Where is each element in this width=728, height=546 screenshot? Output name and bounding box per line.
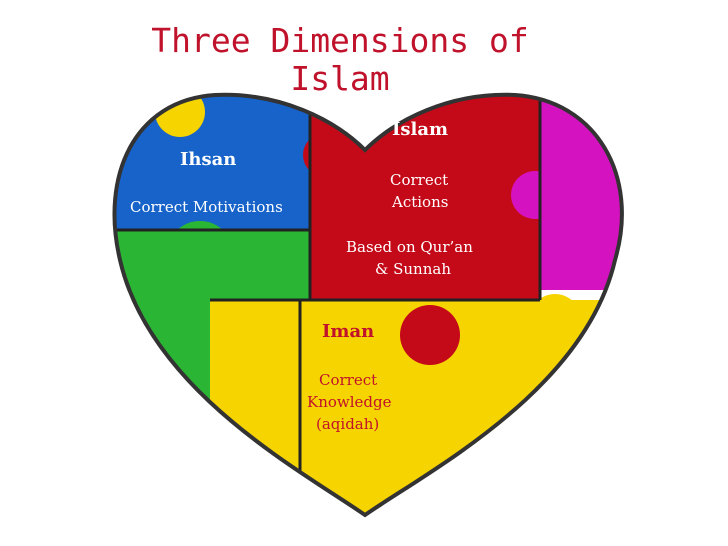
tab-red-left [303,133,347,177]
heart-outline [112,92,624,518]
tab-yellow-right [529,294,581,346]
diagram-title-line-1: Three Dimensions of [151,21,529,60]
tab-yellow-left [230,332,286,388]
tab-red-right [446,186,494,234]
islam-description-line-2: Actions [392,193,449,211]
diagram-title-line-2: Islam [290,59,390,98]
tab-magenta-notch [511,171,559,219]
islam-basis-line-2: & Sunnah [375,260,451,278]
puzzle-seams [114,94,542,515]
iman-description-line-1: Correct [319,371,378,389]
ihsan-description: Correct Motivations [130,198,283,216]
iman-description-line-3: (aqidah) [316,415,380,433]
iman-description-line-2: Knowledge [307,393,392,411]
tab-red-bottom [400,305,460,365]
tab-green-bottom [166,221,234,289]
islam-description-line-1: Correct [390,171,449,189]
islam-basis-line-1: Based on Qur’an [346,238,473,256]
iman-heading: Iman [322,321,375,342]
ihsan-heading: Ihsan [180,149,237,170]
islam-heading: Islam [392,119,449,140]
